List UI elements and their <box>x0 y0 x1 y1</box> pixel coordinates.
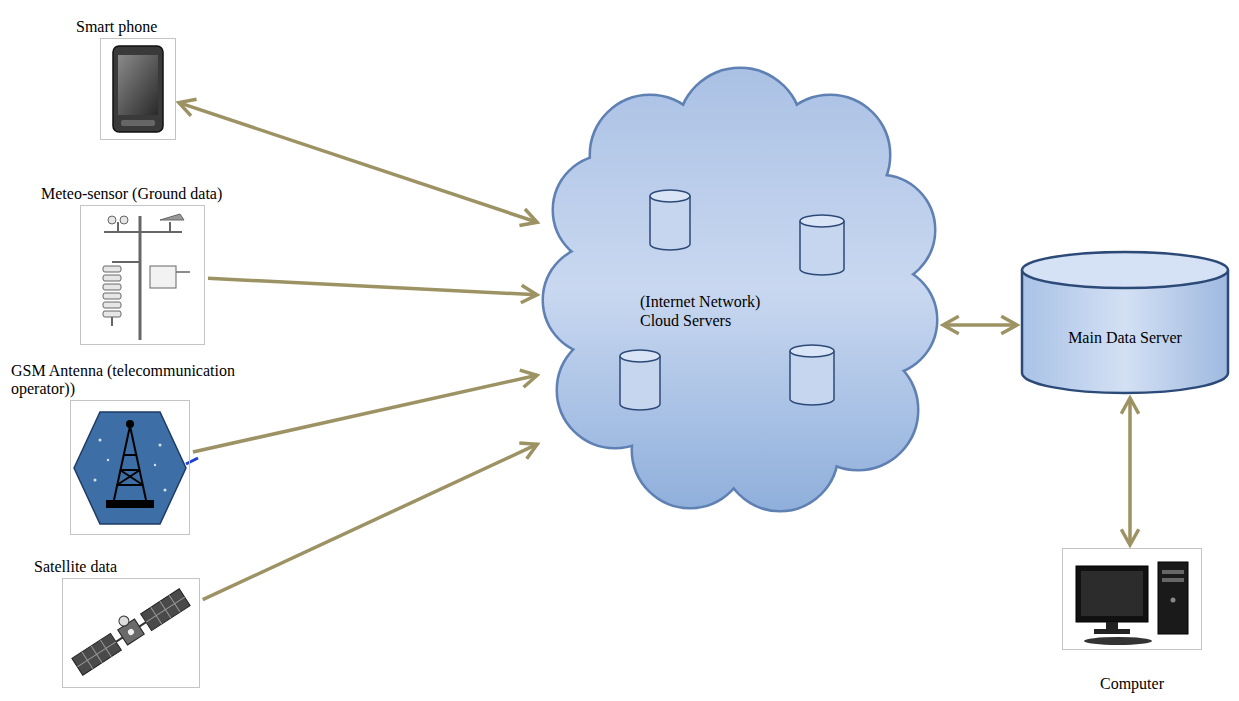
sensor-box: Meteo-sensor (Ground data) <box>80 205 205 345</box>
drawing-part <box>107 459 109 461</box>
drawing-part <box>1076 566 1148 622</box>
node-label: Computer <box>1100 675 1164 693</box>
drawing-part <box>117 222 119 232</box>
drawing-part <box>103 275 121 281</box>
device-box: Smart phone <box>100 38 176 140</box>
drawing-part <box>118 55 158 115</box>
drawing-part <box>1094 629 1130 634</box>
drawing-part <box>1084 637 1152 645</box>
cloud-outline <box>543 68 937 511</box>
server-cylinder <box>800 215 844 275</box>
cylinder-body <box>650 196 690 250</box>
antenna-box: GSM Antenna (telecommunication operator)… <box>70 400 190 535</box>
connector-arrow <box>193 375 537 452</box>
drawing-part <box>77 642 116 667</box>
drawing-part <box>1162 578 1184 582</box>
drawing-part <box>121 120 155 126</box>
cylinder-top <box>800 215 844 227</box>
drawing-part <box>103 266 121 272</box>
drawing-part <box>120 216 128 224</box>
server-label: Main Data Server <box>1068 328 1182 347</box>
drawing-part <box>103 284 121 290</box>
cylinder-shape <box>1020 250 1230 395</box>
satellite-icon <box>68 582 191 675</box>
drawing-part <box>176 271 190 273</box>
gsm-tower-icon <box>74 412 198 524</box>
drawing-part <box>114 426 146 500</box>
drawing-part <box>74 412 186 524</box>
drawing-part <box>112 261 140 263</box>
node-label: GSM Antenna (telecommunication operator)… <box>11 362 281 398</box>
drawing-part <box>127 628 135 636</box>
drawing-part <box>94 479 97 482</box>
cloud-label: (Internet Network) Cloud Servers <box>640 292 790 330</box>
satellite-box: Satellite data <box>62 578 200 688</box>
cloud-shape <box>540 60 940 515</box>
cylinder-top <box>650 190 690 202</box>
drawing-part <box>117 470 140 485</box>
drawing-part <box>154 464 156 466</box>
drawing-part <box>72 633 121 675</box>
drawing-part <box>117 614 131 628</box>
drawing-part <box>130 426 146 500</box>
drawing-part <box>117 484 143 486</box>
drawing-part <box>139 216 142 340</box>
weather-station-icon <box>103 214 190 340</box>
cloud-node: (Internet Network) Cloud Servers <box>540 60 940 515</box>
node-label: Smart phone <box>76 18 157 36</box>
node-label: Satellite data <box>34 558 117 576</box>
connector-arrow <box>179 103 537 223</box>
drawing-part <box>126 420 134 428</box>
cylinder-body <box>790 351 834 405</box>
database-cylinder: Main Data Server <box>1020 250 1230 395</box>
drawing-part <box>72 589 190 675</box>
drawing-part <box>150 266 176 288</box>
drawing-part <box>1158 562 1188 634</box>
drawing-part <box>1162 570 1184 574</box>
computer-icon <box>1076 562 1188 645</box>
drawing-part <box>111 317 113 326</box>
drawing-part <box>164 489 167 492</box>
drawing-part <box>120 470 143 485</box>
server-cylinder <box>650 190 690 250</box>
node-label: Meteo-sensor (Ground data) <box>41 185 222 203</box>
cylinder-top <box>1022 252 1228 288</box>
connector-arrow <box>208 278 537 295</box>
drawing-part <box>113 46 163 132</box>
drawing-part <box>1171 598 1176 603</box>
drawing-part <box>159 444 162 447</box>
connector-arrow <box>203 444 538 599</box>
drawing-part <box>120 469 140 471</box>
connector-arrow <box>1128 398 1132 545</box>
drawing-part <box>108 216 116 224</box>
drawing-part <box>94 439 167 492</box>
drawing-part <box>160 214 184 220</box>
drawing-part <box>103 302 121 308</box>
cloud-body <box>590 120 890 460</box>
cloud-fill <box>544 69 936 510</box>
connector-arrow <box>943 323 1017 327</box>
drawing-part <box>99 439 102 442</box>
phone-icon <box>113 46 163 132</box>
drawing-part <box>1106 622 1118 630</box>
cylinder-top <box>790 345 834 357</box>
server-cylinder <box>620 350 660 410</box>
drawing-part <box>103 311 121 317</box>
cylinder-body <box>800 221 844 275</box>
drawing-part <box>169 222 171 232</box>
drawing-part <box>1081 571 1143 616</box>
computer-box: Computer <box>1062 548 1202 650</box>
drawing-part <box>146 597 185 622</box>
server-cylinder <box>790 345 834 405</box>
drawing-part <box>114 426 130 500</box>
drawing-part <box>103 293 121 299</box>
drawing-part <box>106 500 154 508</box>
drawing-part <box>123 454 137 456</box>
cylinder-top <box>620 350 660 362</box>
drawing-part <box>186 458 198 464</box>
drawing-part <box>141 589 190 631</box>
cylinder-body <box>620 356 660 410</box>
